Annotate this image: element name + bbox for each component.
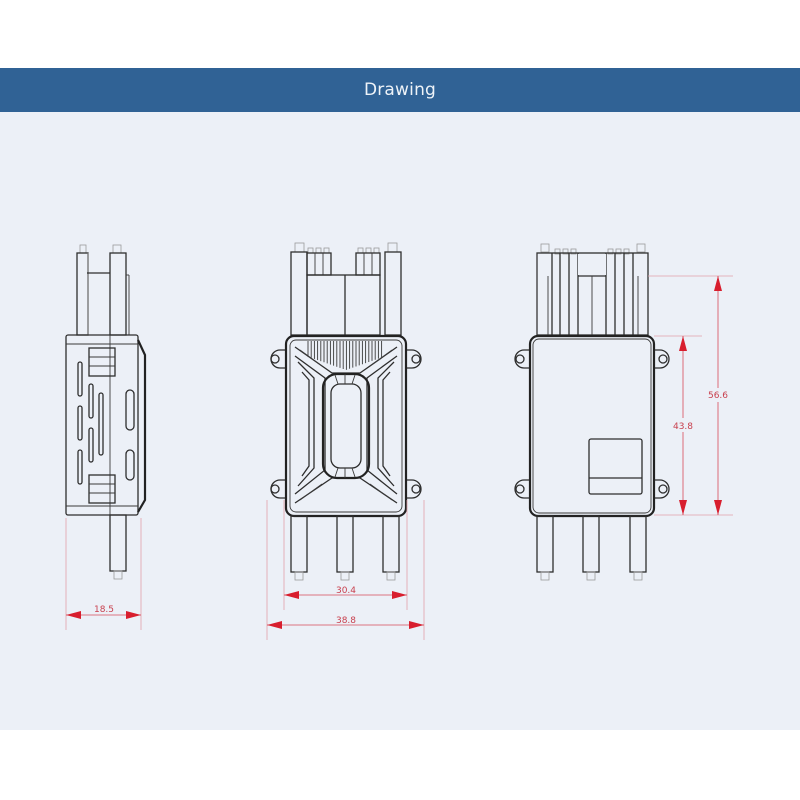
side-wire — [109, 252, 127, 336]
side-pin-tip — [112, 244, 122, 254]
bottom-view: 43.8 56.6 — [514, 243, 733, 581]
side-pin-tip — [79, 244, 87, 254]
dimension-mount-spacing-label: 30.4 — [336, 586, 356, 596]
top-wire — [290, 251, 308, 336]
heatsink-fins — [307, 341, 383, 370]
top-wire — [336, 515, 354, 573]
dimension-width-label: 18.5 — [94, 605, 114, 615]
side-body — [65, 334, 139, 516]
side-connector — [88, 474, 116, 504]
top-view: 30.4 38.8 — [266, 242, 425, 640]
section-header: Drawing — [0, 68, 800, 112]
side-view: 18.5 — [65, 244, 147, 630]
dimension-overall-width-label: 38.8 — [336, 616, 356, 626]
mount-ear — [270, 349, 422, 499]
drawing-panel — [0, 112, 800, 730]
side-wire — [76, 252, 89, 336]
dimension-overall-length-label: 56.6 — [708, 391, 728, 401]
side-wire — [109, 514, 127, 572]
bottom-body — [528, 334, 656, 518]
side-connector — [88, 347, 116, 377]
top-wire — [382, 515, 400, 573]
label-plate — [588, 438, 643, 495]
center-window — [321, 372, 371, 480]
section-title: Drawing — [363, 80, 437, 100]
dimension-body-length-label: 43.8 — [673, 422, 693, 432]
top-wire — [384, 251, 402, 336]
top-wire — [290, 515, 308, 573]
